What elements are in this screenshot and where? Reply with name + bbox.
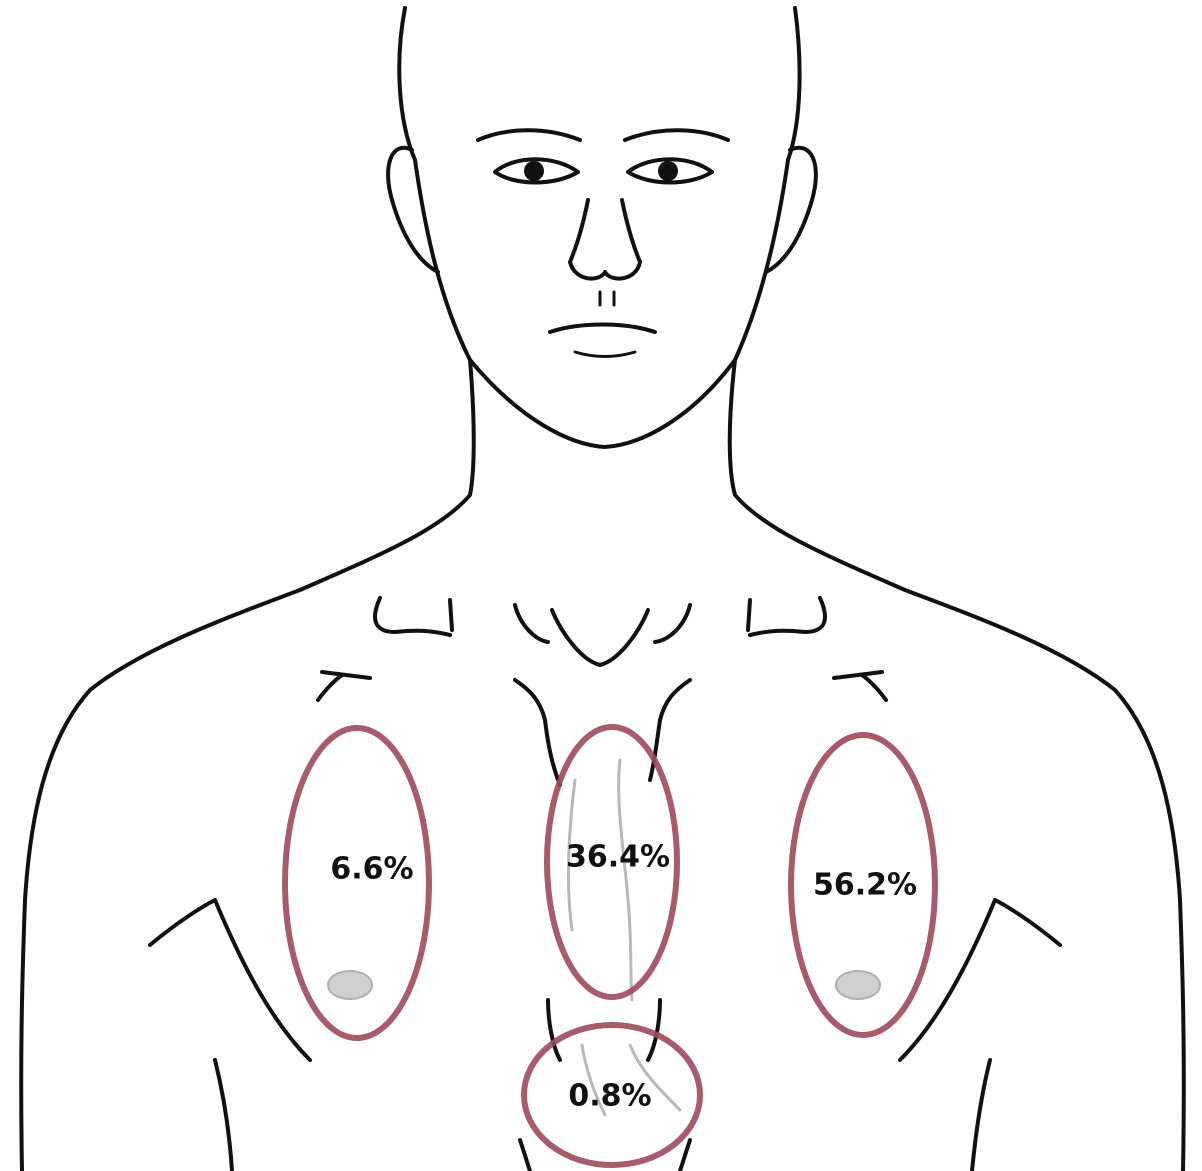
- label-left-chest: 56.2%: [813, 868, 917, 903]
- region-labels: 6.6% 36.4% 56.2% 0.8%: [330, 840, 917, 1114]
- mouth: [550, 325, 655, 333]
- left-ear: [766, 148, 816, 272]
- torso: [21, 360, 1184, 1171]
- left-eyebrow: [625, 130, 728, 140]
- right-pupil: [524, 161, 544, 181]
- label-right-chest: 6.6%: [330, 852, 413, 887]
- right-clavicle: [375, 598, 452, 635]
- right-eyebrow: [478, 130, 580, 140]
- neck-left: [730, 360, 1184, 1171]
- label-sternum: 36.4%: [566, 840, 670, 875]
- left-pupil: [658, 161, 678, 181]
- head: [388, 8, 816, 447]
- label-epigastric: 0.8%: [568, 1079, 651, 1114]
- right-nipple: [328, 971, 372, 999]
- left-clavicle: [748, 598, 825, 635]
- left-nipple: [836, 971, 880, 999]
- nose: [570, 200, 640, 279]
